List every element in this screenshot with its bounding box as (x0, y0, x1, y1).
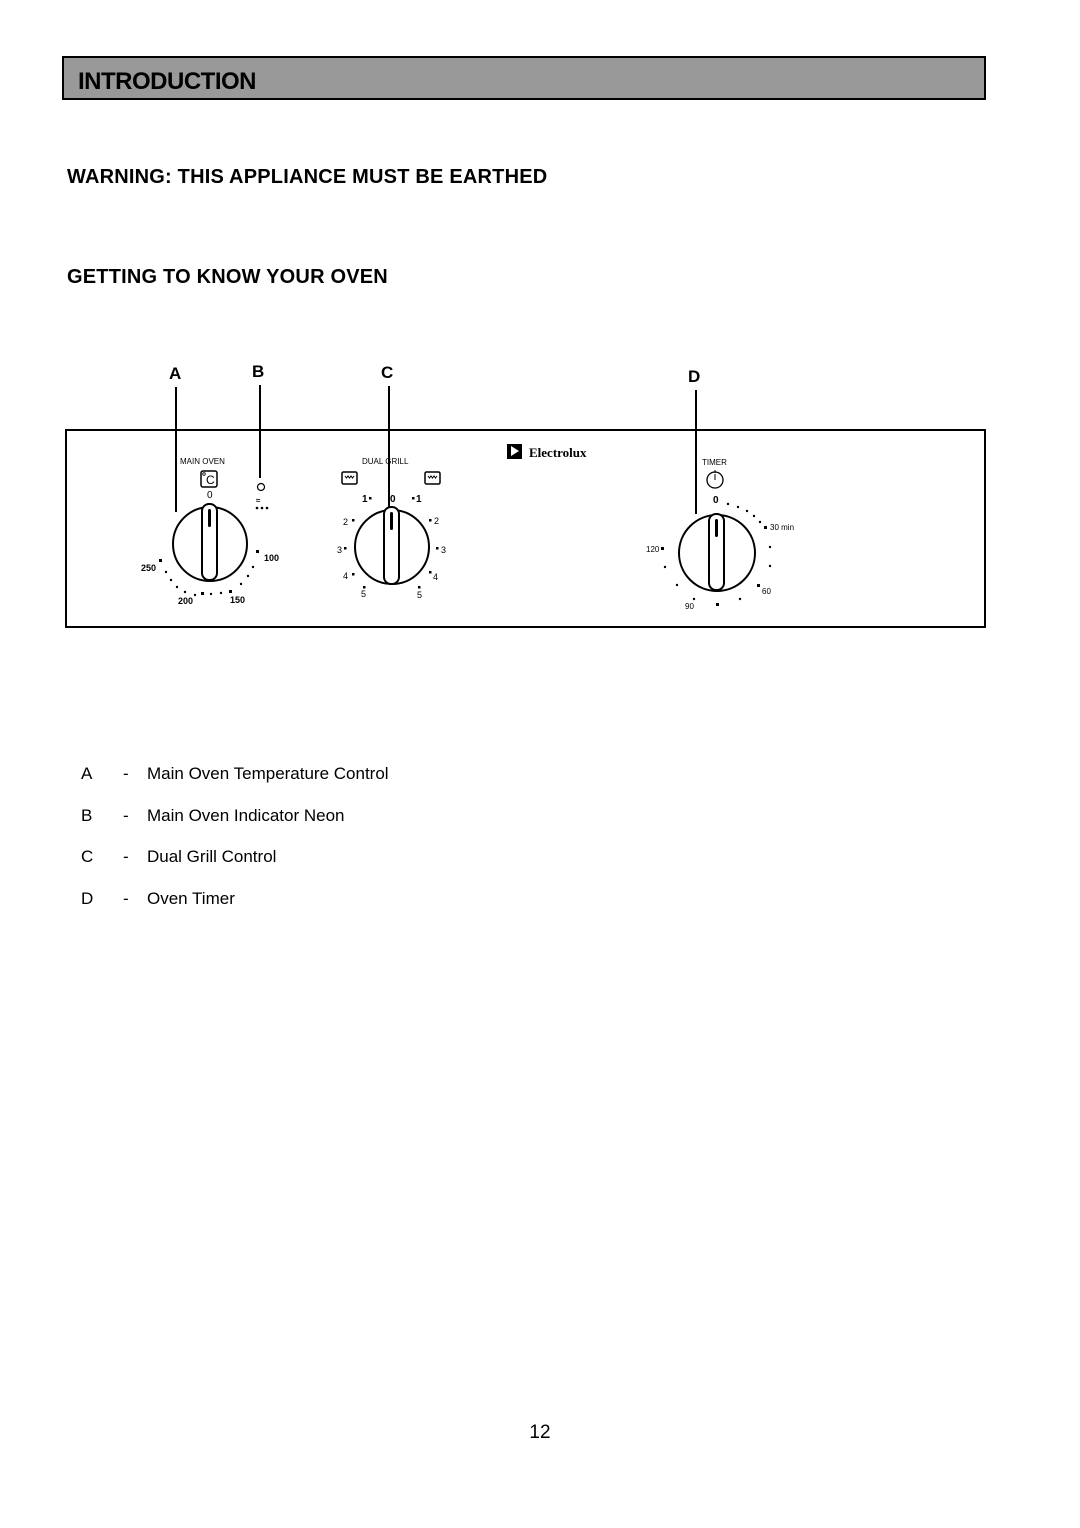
timer-scale-dots (661, 502, 772, 606)
oven-diagram-heading: GETTING TO KNOW YOUR OVEN (67, 266, 388, 288)
timer-zero: 0 (713, 495, 719, 506)
timer-mark-120: 120 (646, 545, 660, 554)
neon-indicator-icon (256, 482, 266, 492)
dual-grill-knob-pointer (390, 512, 393, 530)
dual-grill-right-mark-2: 2 (434, 516, 439, 526)
electrolux-logo: Electrolux (507, 444, 587, 460)
dual-grill-left-mark-5: 5 (361, 589, 366, 599)
callout-d: D (688, 367, 700, 386)
main-oven-knob-pointer (208, 509, 211, 527)
legend-dash: - (123, 847, 129, 866)
control-panel-diagram: A B C D Electrolux MAIN OVEN C 0 250 200… (65, 362, 986, 628)
callout-b: B (252, 362, 264, 381)
page-number: 12 (529, 1422, 551, 1443)
warning-heading: WARNING: THIS APPLIANCE MUST BE EARTHED (67, 166, 548, 188)
oven-control-panel (65, 429, 986, 628)
timer-mark-30-min: 30 min (770, 523, 794, 532)
legend-description: Oven Timer (147, 889, 235, 908)
brand-name: Electrolux (529, 445, 587, 460)
dual-grill-right-mark-5: 5 (417, 590, 422, 600)
timer-knob-grip (708, 513, 725, 591)
dual-grill-knob-grip (383, 506, 400, 585)
legend-letter: A (81, 764, 93, 783)
dual-grill-left-mark-4: 4 (343, 571, 348, 581)
callout-c: C (381, 363, 393, 382)
dual-grill-right-mark-3: 3 (441, 545, 446, 555)
dual-grill-label: DUAL GRILL (362, 457, 409, 466)
legend-dash: - (123, 889, 129, 908)
timer-mark-60: 60 (762, 587, 771, 596)
legend-description: Main Oven Temperature Control (147, 764, 389, 783)
main-oven-knob-grip (201, 503, 218, 581)
main-oven-mark-100: 100 (264, 553, 279, 563)
grill-half-icon (424, 471, 441, 485)
legend-letter: B (81, 806, 93, 825)
main-oven-mark-250: 250 (141, 563, 156, 573)
main-oven-scale-dots (159, 550, 259, 597)
main-oven-mark-200: 200 (178, 596, 193, 606)
dual-grill-zero: 0 (390, 494, 396, 505)
svg-text:≈: ≈ (256, 496, 261, 505)
celsius-icon: C (200, 470, 218, 488)
legend-letter: C (81, 847, 94, 866)
legend-letter: D (81, 889, 94, 908)
callout-a: A (169, 364, 181, 383)
dual-grill-right-mark-1: 1 (416, 494, 422, 505)
timer-label: TIMER (702, 458, 727, 467)
legend-description: Dual Grill Control (147, 847, 277, 866)
section-title: INTRODUCTION (78, 68, 256, 95)
dual-grill-left-mark-3: 3 (337, 545, 342, 555)
section-title-bar: INTRODUCTION (62, 56, 986, 100)
legend-description: Main Oven Indicator Neon (147, 806, 345, 825)
dual-grill-left-mark-2: 2 (343, 517, 348, 527)
dual-grill-scale-dots (344, 497, 439, 589)
clock-icon (706, 470, 724, 489)
dual-grill-right-mark-4: 4 (433, 572, 438, 582)
legend-dash: - (123, 764, 129, 783)
legend-dash: - (123, 806, 129, 825)
timer-mark-90: 90 (685, 602, 694, 611)
timer-knob-pointer (715, 519, 718, 537)
dual-grill-left-mark-1: 1 (362, 494, 368, 505)
main-oven-zero: 0 (207, 490, 213, 501)
heat-symbol-icon: ≈ (255, 496, 269, 510)
main-oven-label: MAIN OVEN (180, 457, 225, 466)
svg-text:C: C (206, 473, 215, 487)
main-oven-mark-150: 150 (230, 595, 245, 605)
grill-full-icon (341, 471, 358, 485)
